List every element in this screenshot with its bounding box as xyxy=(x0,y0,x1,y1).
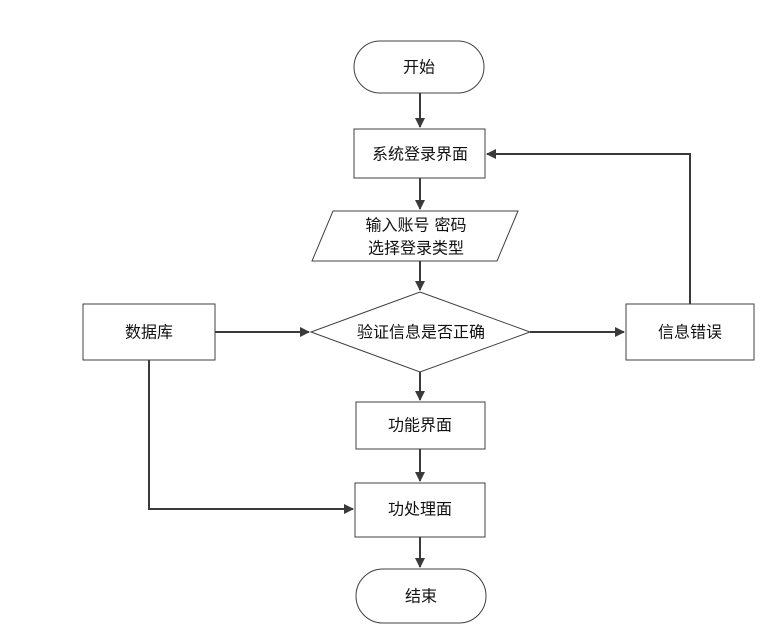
input-node: 输入账号 密码 选择登录类型 xyxy=(311,210,519,262)
error-node: 信息错误 xyxy=(625,303,755,361)
arrow-database-to-process xyxy=(148,360,354,514)
database-node: 数据库 xyxy=(82,303,216,361)
process-page-node: 功处理面 xyxy=(354,482,486,538)
connectors xyxy=(148,93,691,568)
decision-label: 验证信息是否正确 xyxy=(357,323,485,342)
function-page-node: 功能界面 xyxy=(355,401,486,450)
function-page-label: 功能界面 xyxy=(388,416,452,435)
decision-node: 验证信息是否正确 xyxy=(309,291,532,373)
end-label: 结束 xyxy=(405,587,437,606)
arrow-error-to-login xyxy=(486,149,691,304)
start-node: 开始 xyxy=(353,40,485,94)
input-label-line1: 输入账号 密码 xyxy=(365,216,466,235)
database-label: 数据库 xyxy=(125,323,173,342)
error-label: 信息错误 xyxy=(658,323,722,342)
process-page-label: 功处理面 xyxy=(388,500,452,519)
login-page-node: 系统登录界面 xyxy=(353,128,486,179)
start-label: 开始 xyxy=(403,58,435,77)
input-label-line2: 选择登录类型 xyxy=(368,239,464,258)
login-page-label: 系统登录界面 xyxy=(372,145,468,164)
end-node: 结束 xyxy=(355,568,487,624)
